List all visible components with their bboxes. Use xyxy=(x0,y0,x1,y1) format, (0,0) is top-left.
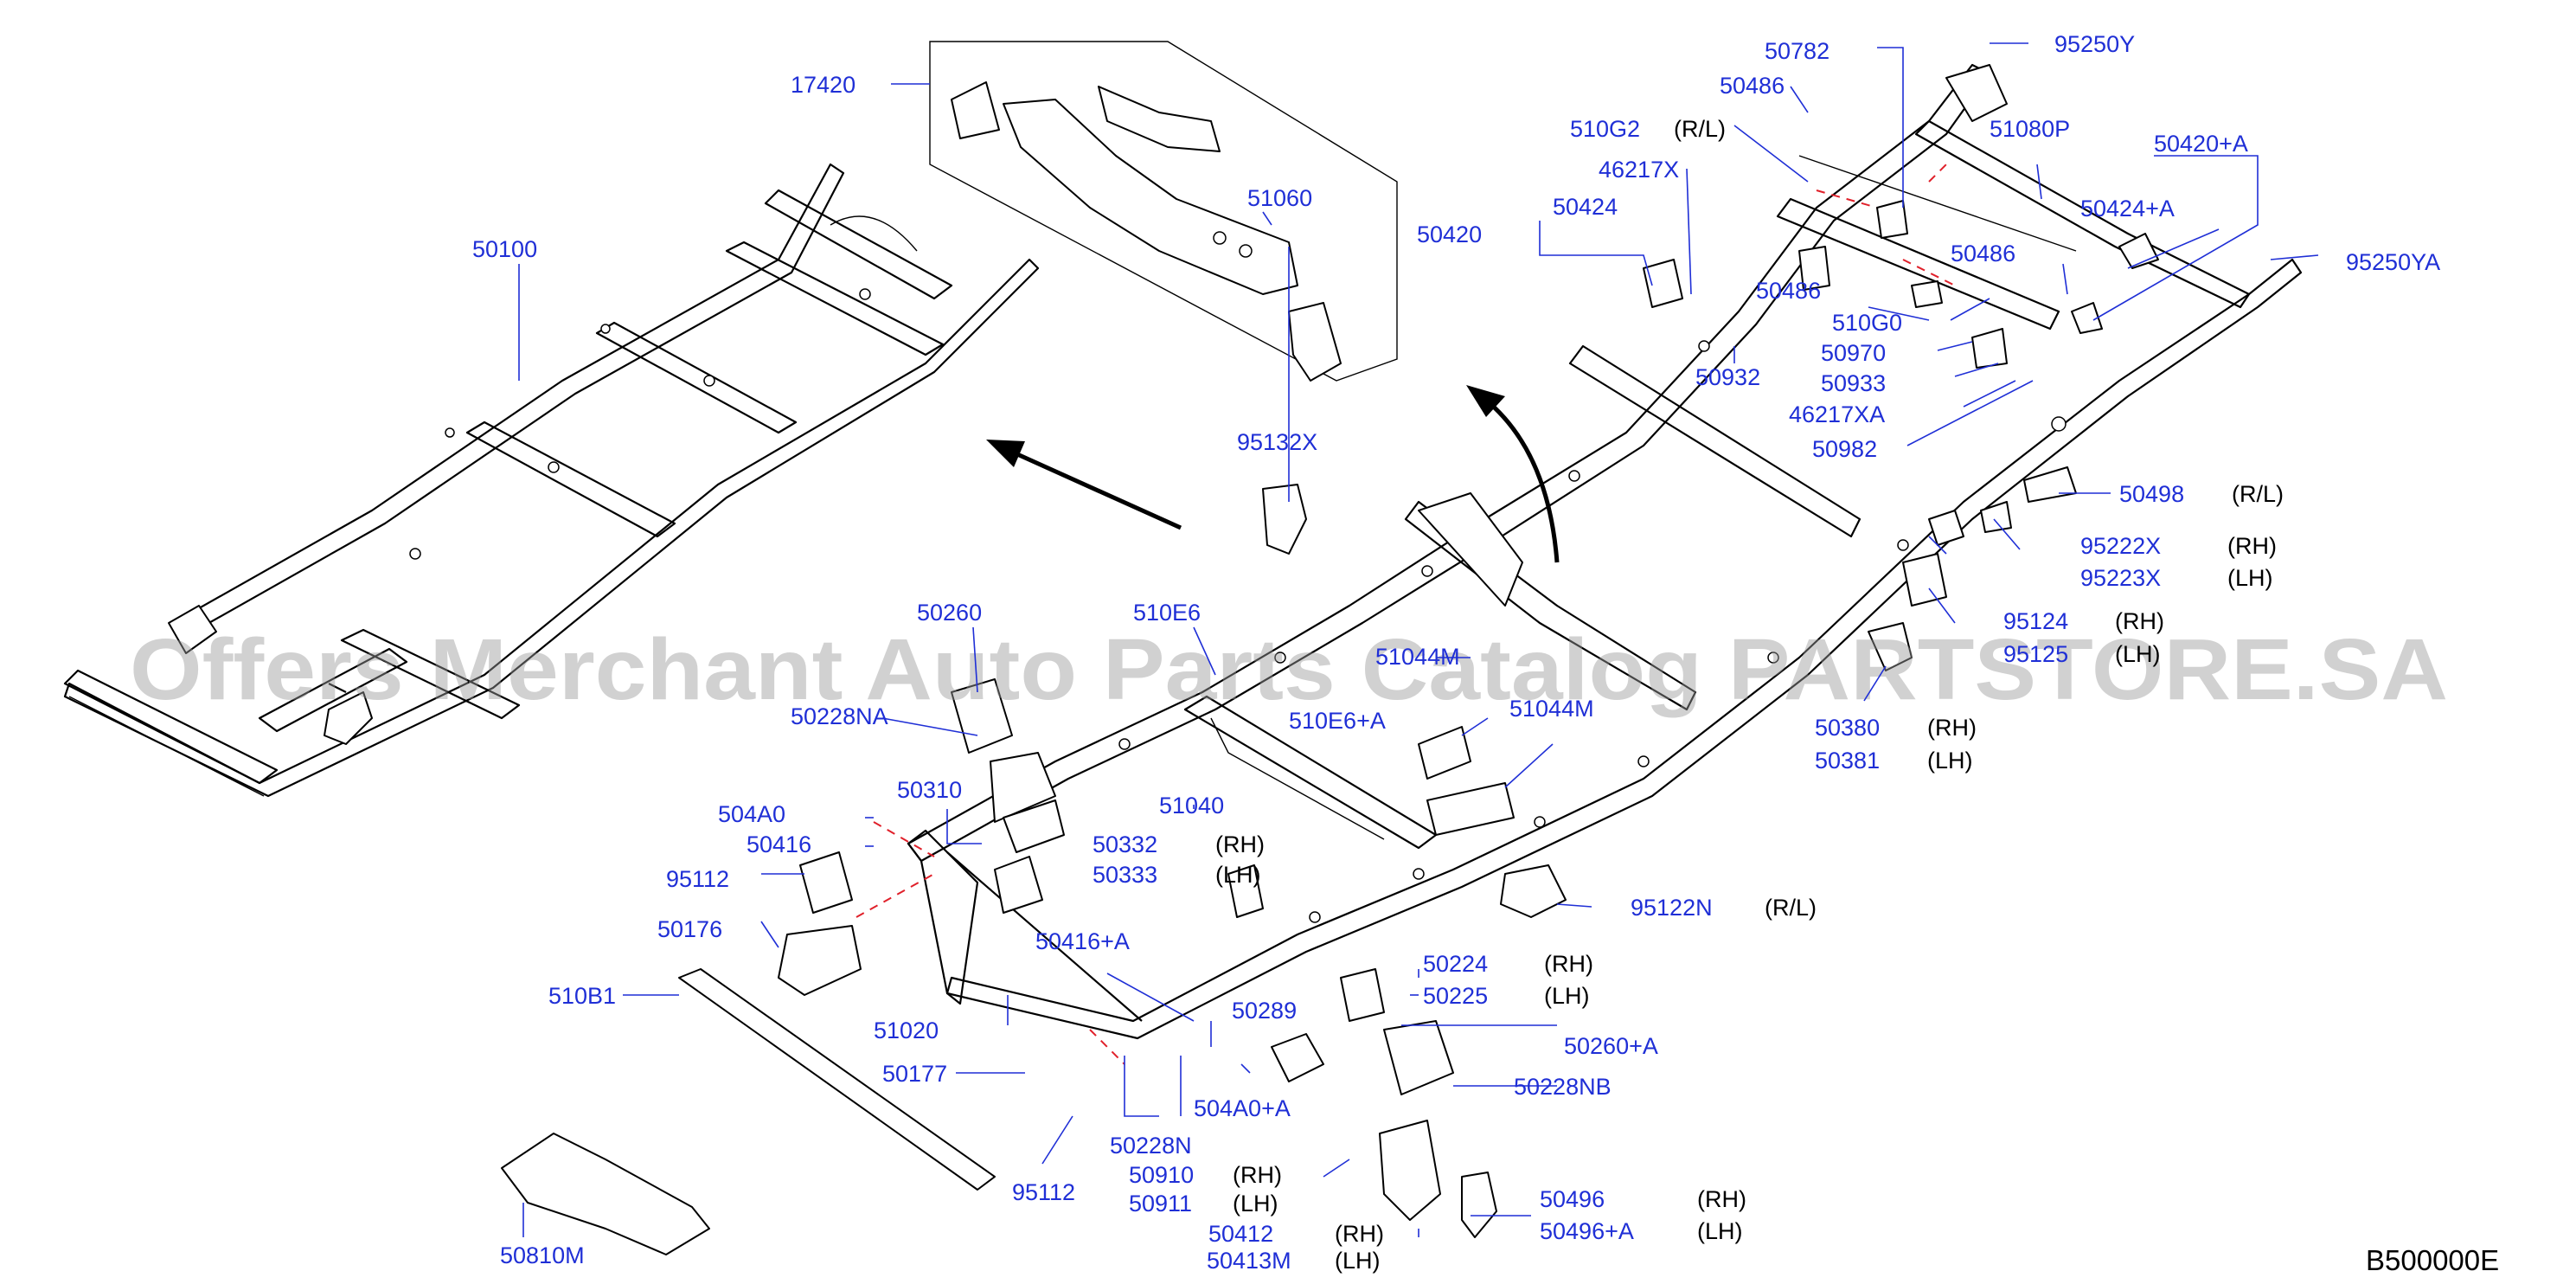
side-95223x: (LH) xyxy=(2227,565,2273,591)
label-50310: 50310 xyxy=(897,777,962,803)
side-50498: (R/L) xyxy=(2232,481,2284,507)
inset-51060[interactable] xyxy=(929,41,1398,382)
label-51044m-lower: 51044M xyxy=(1509,696,1594,722)
label-50228n: 50228N xyxy=(1110,1133,1192,1159)
side-50225: (LH) xyxy=(1544,983,1590,1009)
side-50496a: (LH) xyxy=(1697,1218,1743,1244)
side-50412: (RH) xyxy=(1335,1221,1384,1247)
label-95250y: 95250Y xyxy=(2054,31,2135,57)
label-95124: 95124 xyxy=(2003,608,2068,634)
label-50810m: 50810M xyxy=(500,1242,585,1268)
label-95222x: 95222X xyxy=(2080,533,2161,559)
side-50911: (LH) xyxy=(1233,1191,1278,1217)
label-510e6a: 510E6+A xyxy=(1289,708,1386,734)
label-51020: 51020 xyxy=(874,1018,939,1043)
label-50176: 50176 xyxy=(657,916,722,942)
label-51080p: 51080P xyxy=(1990,116,2070,142)
label-50413m: 50413M xyxy=(1207,1248,1291,1274)
label-50424a: 50424+A xyxy=(2080,196,2175,221)
frame-assembly-main[interactable] xyxy=(855,63,2303,1065)
side-50333: (LH) xyxy=(1215,862,1261,888)
side-95124: (RH) xyxy=(2115,608,2164,634)
label-510g2: 510G2 xyxy=(1570,116,1640,142)
label-50289: 50289 xyxy=(1232,998,1297,1024)
side-50332: (RH) xyxy=(1215,831,1265,857)
label-50228na: 50228NA xyxy=(791,703,888,729)
label-510g0: 510G0 xyxy=(1832,310,1902,336)
direction-arrows xyxy=(986,385,1560,563)
label-50486-right: 50486 xyxy=(1951,241,2015,266)
label-510e6: 510E6 xyxy=(1133,600,1201,626)
part-labels: 17420 50100 51060 50420 95132X 50260 510… xyxy=(472,31,2440,1274)
label-50933: 50933 xyxy=(1821,370,1886,396)
side-50380: (RH) xyxy=(1927,715,1977,741)
side-50224: (RH) xyxy=(1544,951,1593,977)
label-50420: 50420 xyxy=(1417,221,1482,247)
side-50381: (LH) xyxy=(1927,748,1973,774)
bracket-parts[interactable] xyxy=(501,200,2159,1255)
label-50416: 50416 xyxy=(747,831,811,857)
label-95112-upper: 95112 xyxy=(666,866,729,892)
label-50424: 50424 xyxy=(1553,194,1618,220)
label-50333: 50333 xyxy=(1093,862,1157,888)
label-50911: 50911 xyxy=(1129,1191,1192,1217)
side-95125: (LH) xyxy=(2115,641,2161,667)
label-50982: 50982 xyxy=(1812,436,1877,462)
label-51040: 51040 xyxy=(1159,793,1224,819)
frame-assembly-small[interactable] xyxy=(63,163,1040,798)
label-50260a: 50260+A xyxy=(1564,1033,1658,1059)
label-50910: 50910 xyxy=(1129,1162,1194,1188)
side-50910: (RH) xyxy=(1233,1162,1282,1188)
label-95112-lower: 95112 xyxy=(1012,1179,1075,1205)
label-510b1: 510B1 xyxy=(548,983,616,1009)
leader-lines xyxy=(518,42,2319,1237)
side-95122n: (R/L) xyxy=(1765,895,1817,921)
side-50413m: (LH) xyxy=(1335,1248,1381,1274)
label-95223x: 95223X xyxy=(2080,565,2161,591)
label-50225: 50225 xyxy=(1423,983,1488,1009)
label-50332: 50332 xyxy=(1093,831,1157,857)
label-46217x: 46217X xyxy=(1599,157,1679,183)
label-50420a: 50420+A xyxy=(2154,131,2248,157)
label-50260: 50260 xyxy=(917,600,982,626)
label-51060: 51060 xyxy=(1247,185,1312,211)
label-95125: 95125 xyxy=(2003,641,2068,667)
label-50498: 50498 xyxy=(2119,481,2184,507)
label-95122n: 95122N xyxy=(1631,895,1713,921)
label-504a0: 504A0 xyxy=(718,801,785,827)
side-510g2: (R/L) xyxy=(1674,116,1726,142)
label-50932: 50932 xyxy=(1695,364,1760,390)
label-95250ya: 95250YA xyxy=(2346,249,2440,275)
label-50100: 50100 xyxy=(472,236,537,262)
label-50496a: 50496+A xyxy=(1540,1218,1634,1244)
label-46217xa: 46217XA xyxy=(1789,401,1885,427)
label-50782: 50782 xyxy=(1765,38,1829,64)
diagram-code: B500000E xyxy=(2366,1244,2499,1276)
label-50486-top: 50486 xyxy=(1720,73,1785,99)
label-17420: 17420 xyxy=(791,72,855,98)
label-50381: 50381 xyxy=(1815,748,1880,774)
label-504a0a: 504A0+A xyxy=(1194,1095,1291,1121)
watermark: Offers Merchant Auto Parts Catalog PARTS… xyxy=(130,621,2448,718)
side-95222x: (RH) xyxy=(2227,533,2277,559)
label-50177: 50177 xyxy=(882,1061,947,1087)
label-50228nb: 50228NB xyxy=(1514,1074,1612,1100)
label-51044m-upper: 51044M xyxy=(1375,644,1460,670)
label-50496: 50496 xyxy=(1540,1186,1605,1212)
label-50224: 50224 xyxy=(1423,951,1488,977)
side-markers: (R/L) (RH) (LH) (RH) (LH) (RH) (LH) (RH)… xyxy=(1215,116,2284,1274)
side-50496: (RH) xyxy=(1697,1186,1746,1212)
label-50970: 50970 xyxy=(1821,340,1886,366)
label-95132x: 95132X xyxy=(1237,429,1317,455)
label-50380: 50380 xyxy=(1815,715,1880,741)
label-50486-mid: 50486 xyxy=(1756,278,1821,304)
label-50412: 50412 xyxy=(1208,1221,1273,1247)
label-50416a: 50416+A xyxy=(1035,928,1130,954)
